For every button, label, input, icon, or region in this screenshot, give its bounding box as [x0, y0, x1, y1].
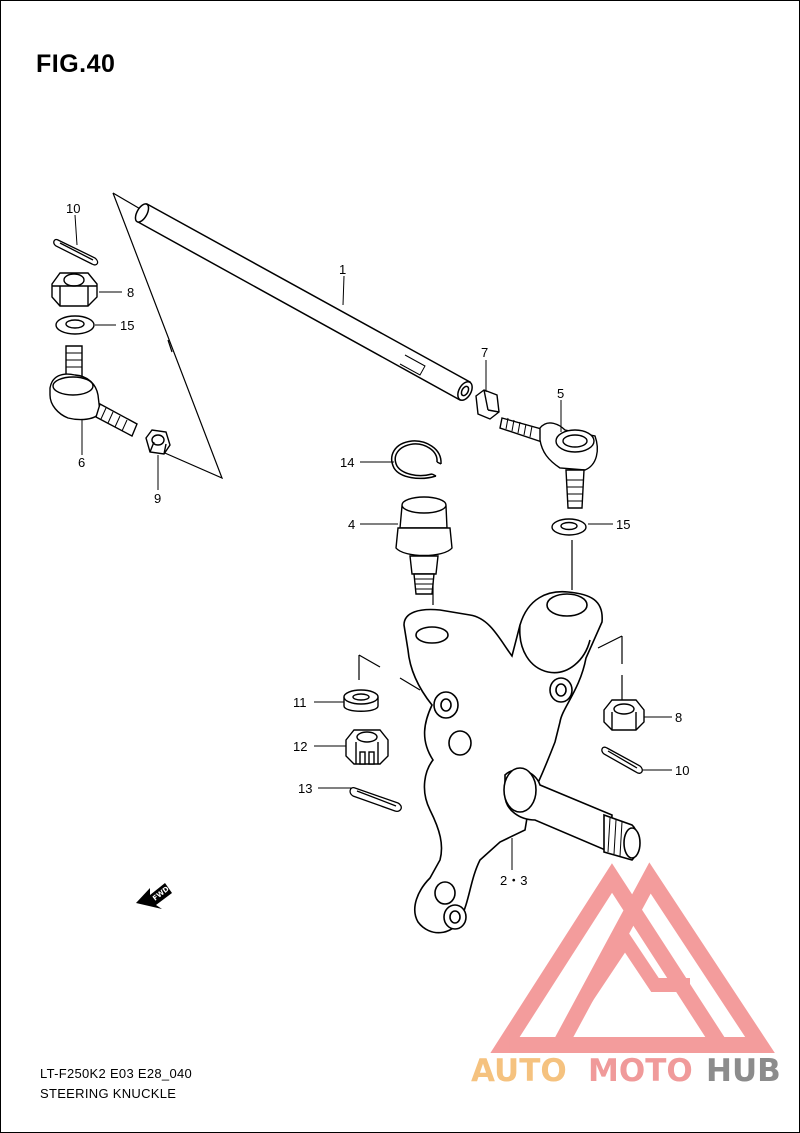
figure-title: FIG.40 — [36, 50, 116, 78]
watermark-moto: MOTO — [588, 1053, 693, 1089]
construction-lines — [112, 192, 623, 700]
callout-1: 1 — [339, 262, 346, 277]
leader-lines — [74, 214, 672, 870]
callout-13: 13 — [298, 781, 312, 796]
watermark-logo — [490, 862, 775, 1053]
castle-nut-8-right — [603, 699, 645, 731]
callout-9: 9 — [154, 491, 161, 506]
steering-knuckle — [403, 590, 641, 934]
callouts: 10 8 15 6 9 1 7 5 14 4 15 11 12 13 8 10 … — [66, 201, 689, 888]
callout-4: 4 — [348, 517, 355, 532]
tie-rod-end-right — [499, 417, 598, 509]
callout-10-left: 10 — [66, 201, 80, 216]
castle-nut-12 — [345, 729, 389, 765]
cotter-pin-10-left — [53, 238, 99, 266]
callout-8-left: 8 — [127, 285, 134, 300]
washer-15-right — [551, 518, 587, 536]
watermark-hub: HUB — [706, 1053, 781, 1089]
watermark-text: AUTO MOTO HUB — [471, 1053, 781, 1089]
callout-15-right: 15 — [616, 517, 630, 532]
cotter-pin-10-right — [601, 746, 643, 774]
lock-nut-7 — [475, 389, 500, 420]
ball-joint-4 — [395, 496, 453, 595]
fwd-direction-arrow: FWD — [136, 883, 172, 909]
footer-section-name: STEERING KNUCKLE — [40, 1086, 177, 1101]
callout-5: 5 — [557, 386, 564, 401]
cotter-pin-13 — [349, 787, 402, 812]
callout-10-right: 10 — [675, 763, 689, 778]
tie-rod — [134, 202, 473, 402]
callout-12: 12 — [293, 739, 307, 754]
watermark-auto: AUTO — [471, 1053, 567, 1089]
callout-7: 7 — [481, 345, 488, 360]
circlip-14 — [391, 440, 442, 480]
nut-9 — [145, 429, 171, 455]
callout-15-left: 15 — [120, 318, 134, 333]
callout-2-3: 2・3 — [500, 873, 527, 888]
castle-nut-8-left — [51, 272, 98, 307]
callout-11: 11 — [293, 695, 307, 710]
callout-8-right: 8 — [675, 710, 682, 725]
footer-model-code: LT-F250K2 E03 E28_040 — [40, 1066, 193, 1081]
callout-14: 14 — [340, 455, 354, 470]
tie-rod-end-left — [49, 345, 138, 437]
washer-15-left — [55, 315, 95, 335]
callout-6: 6 — [78, 455, 85, 470]
washer-11 — [343, 689, 379, 712]
